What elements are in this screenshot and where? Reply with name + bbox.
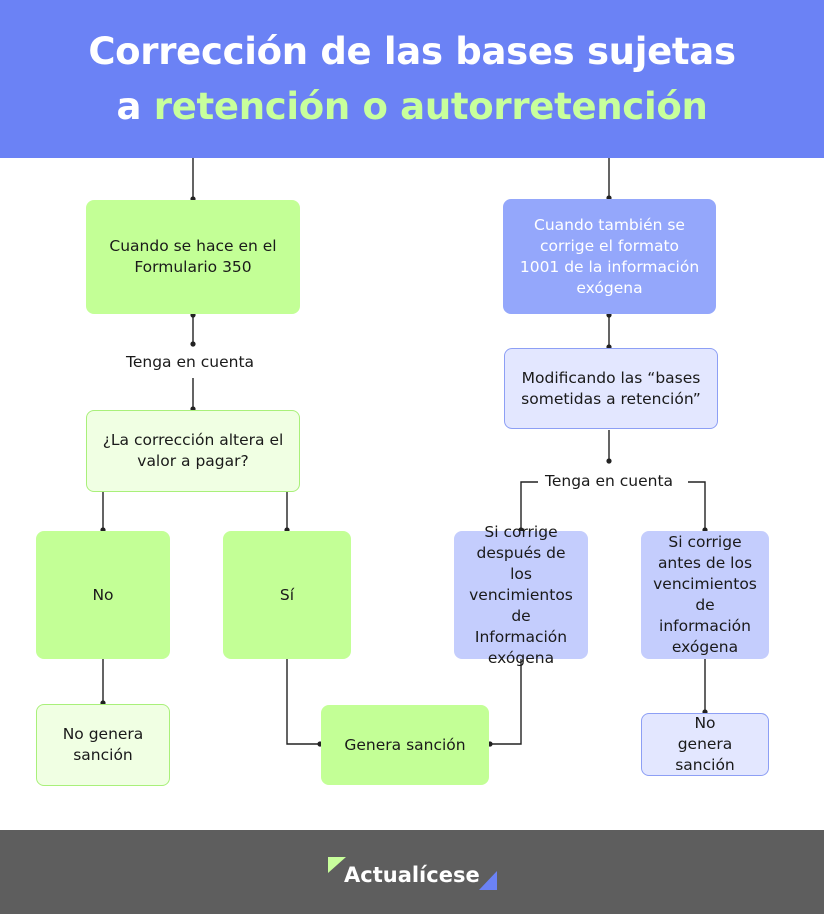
header-banner: Corrección de las bases sujetas a retenc… (0, 0, 824, 158)
title-line-1: Corrección de las bases sujetas (88, 30, 736, 73)
box-no: No (36, 531, 170, 659)
box-no-penalty-right: No genera sanción (641, 713, 769, 776)
logo-mark-icon (328, 857, 497, 890)
connector-after-to-penalty (490, 659, 522, 745)
box-no-penalty-left: No genera sanción (36, 704, 170, 786)
dot (190, 341, 196, 347)
label-note-right: Tenga en cuenta (539, 471, 680, 491)
title-line-2: a retención o autorretención (117, 79, 708, 134)
box-yes: Sí (223, 531, 351, 659)
box-penalty: Genera sanción (321, 705, 489, 785)
connector-note-bracket-right (688, 481, 706, 530)
title-accent: retención o autorretención (153, 85, 708, 128)
title-prefix: a (116, 85, 142, 128)
label-note-left: Tenga en cuenta (120, 352, 261, 372)
dot (606, 458, 612, 464)
box-form350: Cuando se hace en el Formulario 350 (86, 200, 300, 314)
box-after: Si corrige después de los vencimientos d… (454, 523, 588, 667)
box-modifying: Modificando las “bases sometidas a reten… (504, 348, 718, 429)
connector-yes-to-penalty (286, 659, 320, 745)
connector-note-bracket-left (520, 481, 538, 530)
box-question: ¿La corrección altera el valor a pagar? (86, 410, 300, 492)
box-before: Si corrige antes de los vencimientos de … (641, 531, 769, 659)
footer: Actualícese (0, 830, 824, 914)
footer-brand: Actualícese (344, 863, 480, 887)
box-form1001: Cuando también se corrige el formato 100… (503, 199, 716, 314)
